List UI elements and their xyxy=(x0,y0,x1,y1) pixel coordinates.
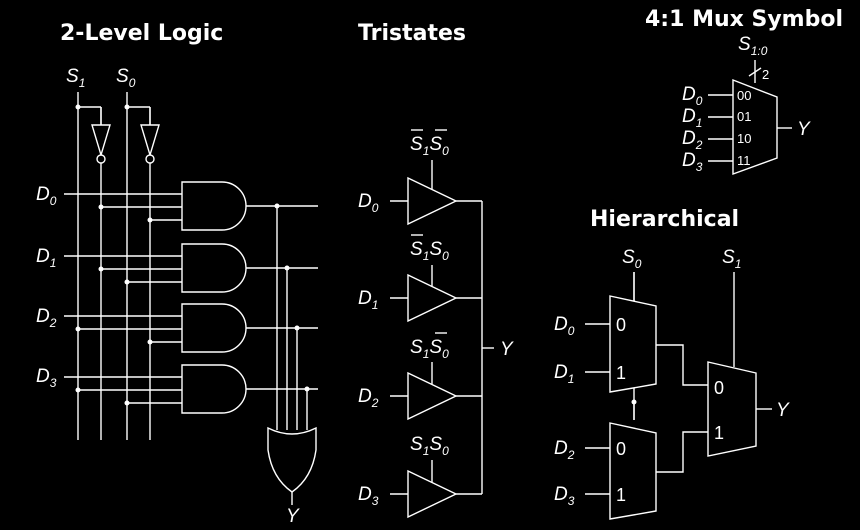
hier-label-d0: D0 xyxy=(554,314,575,338)
tristate-buffer-0 xyxy=(407,176,458,226)
sym-label-d0: D0 xyxy=(682,84,703,108)
inverter-s1 xyxy=(91,124,111,158)
and-gate-1 xyxy=(181,243,247,293)
label-d3-2level: D3 xyxy=(36,366,57,390)
enable-label-0: S1S0 xyxy=(410,134,449,158)
mux-symbol: S1:0 2 D0 00 D1 01 D2 10 D3 11 Y xyxy=(682,34,811,175)
code-10: 10 xyxy=(737,131,751,146)
title-two-level-logic: 2-Level Logic xyxy=(60,21,223,46)
tristate-buffer-1 xyxy=(407,273,458,323)
title-mux-symbol: 4:1 Mux Symbol xyxy=(645,7,843,32)
and-gate-3 xyxy=(181,364,247,414)
hierarchical-circuit: S0 S1 0 1 D0 D1 0 1 D2 D3 0 1 Y xyxy=(554,247,790,520)
mux-a-input-0: 0 xyxy=(616,315,626,335)
title-hierarchical: Hierarchical xyxy=(590,207,739,232)
mux-2to1-c xyxy=(707,361,757,457)
sym-label-y: Y xyxy=(797,119,811,140)
sym-label-d1: D1 xyxy=(682,106,702,130)
tristate-buffer-2 xyxy=(407,371,458,421)
label-d1-tri: D1 xyxy=(358,288,378,312)
enable-label-3: S1S0 xyxy=(410,434,449,458)
label-s10: S1:0 xyxy=(738,34,768,58)
label-s1: S1 xyxy=(66,66,85,90)
label-d1-2level: D1 xyxy=(36,246,56,270)
mux-a-input-1: 1 xyxy=(616,363,626,383)
sym-label-d2: D2 xyxy=(682,128,703,152)
and-gate-2 xyxy=(181,303,247,353)
mux-c-input-1: 1 xyxy=(714,423,724,443)
bus-width-label: 2 xyxy=(762,67,769,82)
mux-b-input-1: 1 xyxy=(616,485,626,505)
inverter-s0 xyxy=(140,124,160,158)
label-d0-tri: D0 xyxy=(358,191,379,215)
hier-label-s0: S0 xyxy=(622,247,642,271)
label-d3-tri: D3 xyxy=(358,484,379,508)
enable-label-1: S1S0 xyxy=(410,239,449,263)
and-gate-0 xyxy=(181,181,247,231)
title-tristates: Tristates xyxy=(358,21,466,46)
two-level-logic-circuit: S1 S0 D0 D1 D2 D3 xyxy=(36,66,318,527)
mux-c-input-0: 0 xyxy=(714,378,724,398)
sym-label-d3: D3 xyxy=(682,150,703,174)
mux-b-input-0: 0 xyxy=(616,439,626,459)
hier-label-d2: D2 xyxy=(554,438,575,462)
code-11: 11 xyxy=(737,153,751,168)
label-d2-tri: D2 xyxy=(358,386,379,410)
label-s0: S0 xyxy=(116,66,136,90)
mux-2to1-a xyxy=(609,295,657,393)
label-d2-2level: D2 xyxy=(36,306,57,330)
hier-label-y: Y xyxy=(776,400,790,421)
hier-label-d3: D3 xyxy=(554,484,575,508)
tristate-buffer-3 xyxy=(407,469,458,519)
or-gate xyxy=(267,426,317,493)
mux-4to1-body xyxy=(732,78,778,175)
hier-label-d1: D1 xyxy=(554,362,574,386)
code-01: 01 xyxy=(737,109,751,124)
label-d0-2level: D0 xyxy=(36,184,57,208)
enable-label-2: S1S0 xyxy=(410,337,449,361)
label-y-tri: Y xyxy=(500,339,514,360)
hier-label-s1: S1 xyxy=(722,247,741,271)
label-y-2level: Y xyxy=(286,506,300,527)
code-00: 00 xyxy=(737,88,751,103)
tristate-circuit: S1S0 S1S0 S1S0 S1S0 D0 D1 D2 D3 xyxy=(358,129,514,519)
mux-2to1-b xyxy=(609,422,657,520)
